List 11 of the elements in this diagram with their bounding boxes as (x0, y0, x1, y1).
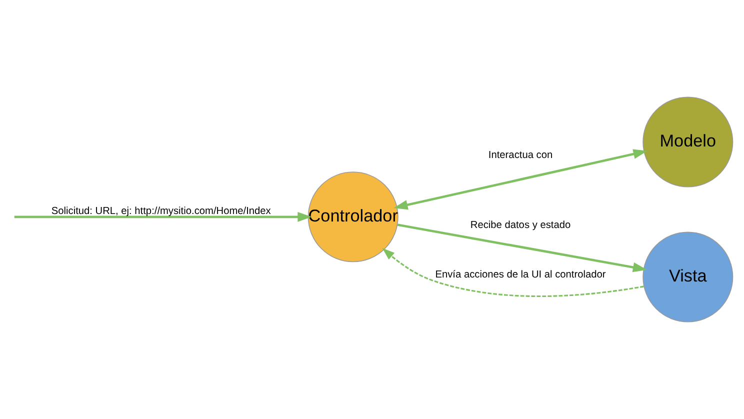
arrow (14, 212, 312, 222)
node-circle: Modelo (642, 96, 734, 188)
edge-label: Solicitud: URL, ej: http://mysitio.com/Home/Index (51, 206, 271, 218)
edge-label: Envía acciones de la UI al controlador (435, 269, 606, 280)
arrow (394, 149, 648, 210)
arrow (397, 224, 648, 272)
arrow (382, 248, 644, 297)
node-circle: Vista (642, 232, 734, 322)
edge-label: Interactua con (488, 150, 553, 161)
node-circle: Controlador (308, 172, 398, 262)
edge-label: Recibe datos y estado (470, 220, 571, 232)
